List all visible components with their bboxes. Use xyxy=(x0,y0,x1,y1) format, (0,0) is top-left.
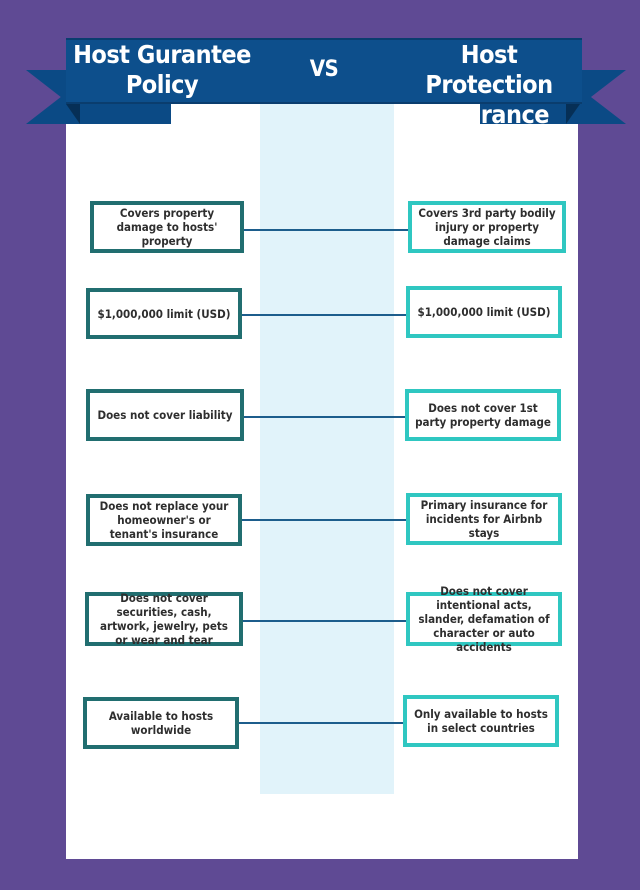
right-title: Host Protection Insurance xyxy=(400,40,578,130)
right-box: Primary insurance for incidents for Airb… xyxy=(406,493,562,545)
row-connector xyxy=(240,314,408,316)
row-connector xyxy=(240,620,408,622)
left-title-line1: Host Gurantee xyxy=(73,40,251,69)
right-title-line2: Insurance xyxy=(428,100,550,129)
right-box: Covers 3rd party bodily injury or proper… xyxy=(408,201,566,253)
title-ribbon xyxy=(66,38,582,104)
left-box: Does not cover liability xyxy=(86,389,244,441)
left-box: $1,000,000 limit (USD) xyxy=(86,288,242,339)
left-title-line2: Policy xyxy=(125,70,199,99)
left-box: Does not replace your homeowner's or ten… xyxy=(86,494,242,546)
ribbon-fold-left xyxy=(66,104,80,124)
left-box: Does not cover securities, cash, artwork… xyxy=(85,591,243,647)
row-connector xyxy=(238,722,406,724)
right-box: Only available to hosts in select countr… xyxy=(403,695,559,747)
row-connector xyxy=(242,229,412,231)
vs-label: VS xyxy=(309,57,339,82)
left-title: Host Gurantee Policy xyxy=(72,40,252,100)
right-box: Does not cover intentional acts, slander… xyxy=(406,584,562,654)
left-box: Covers property damage to hosts' propert… xyxy=(90,201,244,253)
row-connector xyxy=(240,519,408,521)
center-band xyxy=(260,104,394,794)
right-box: $1,000,000 limit (USD) xyxy=(406,286,562,338)
right-box: Does not cover 1st party property damage xyxy=(405,389,561,441)
left-box: Available to hosts worldwide xyxy=(83,697,239,749)
right-title-line1: Host Protection xyxy=(425,40,553,99)
ribbon-fold-right xyxy=(566,104,580,124)
row-connector xyxy=(242,416,408,418)
